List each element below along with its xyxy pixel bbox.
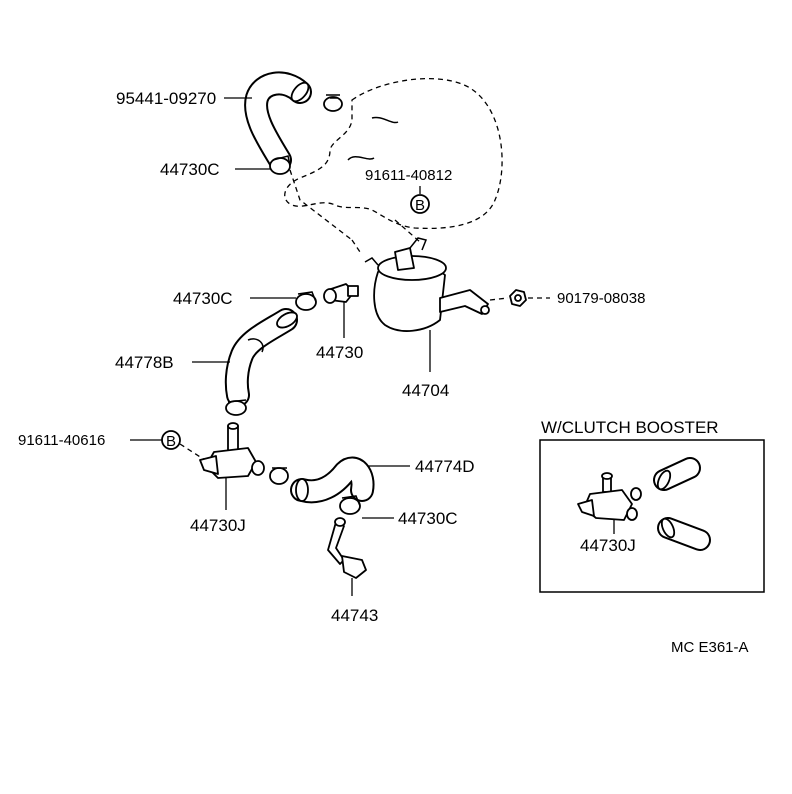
hose-95441-09270 <box>244 71 312 172</box>
pipe-44743 <box>327 517 367 579</box>
label-nut: 90179-08038 <box>557 290 645 307</box>
clamp-44730c-lower <box>339 495 361 515</box>
fitting-44730 <box>323 283 359 304</box>
clamp-top-right <box>323 94 343 112</box>
marker-b-top <box>410 194 430 214</box>
label-bolt-left: 91611-40616 <box>18 432 105 449</box>
inset-title: W/CLUTCH BOOSTER <box>541 418 719 437</box>
label-reservoir: 44704 <box>402 381 449 400</box>
dash-to-nut <box>489 297 509 301</box>
clamp-near-valve <box>269 467 289 485</box>
label-clamp-top: 44730C <box>160 160 220 179</box>
label-clamp-mid: 44730C <box>173 289 233 308</box>
clamp-under-hose <box>225 399 247 416</box>
inset-clutch-booster <box>539 439 765 593</box>
label-valve: 44730J <box>190 516 246 535</box>
reservoir-44704 <box>364 237 490 332</box>
hose-44774d <box>290 456 375 504</box>
label-hose-top: 95441-09270 <box>116 89 216 108</box>
nut-90179-08038 <box>509 289 527 307</box>
marker-b-left-text: B <box>166 433 176 450</box>
clamp-44730c-top <box>269 155 291 175</box>
clamp-44730c-mid <box>295 291 317 311</box>
marker-b-left <box>161 430 181 450</box>
label-fitting: 44730 <box>316 343 363 362</box>
inset-label-valve: 44730J <box>580 536 636 555</box>
footer-code: MC E361-A <box>671 639 749 656</box>
label-clamp-lower: 44730C <box>398 509 458 528</box>
engine-outline <box>284 78 503 243</box>
label-bolt-top: 91611-40812 <box>365 167 452 184</box>
label-hose-lower: 44774D <box>415 457 475 476</box>
label-hose-mid: 44778B <box>115 353 174 372</box>
valve-44730j <box>199 422 265 479</box>
label-pipe: 44743 <box>331 606 378 625</box>
marker-b-top-text: B <box>415 197 425 214</box>
dash-to-reservoir <box>351 239 361 253</box>
hose-44778b <box>224 308 298 407</box>
